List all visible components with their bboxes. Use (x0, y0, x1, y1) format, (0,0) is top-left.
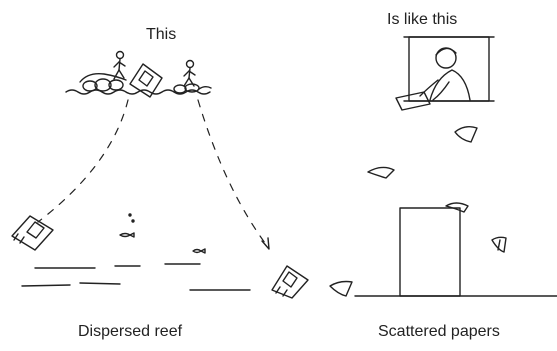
sunk-box-right (272, 266, 308, 298)
window-scene (404, 37, 494, 101)
tall-box (400, 208, 460, 296)
sunk-box-left (12, 216, 53, 250)
sink-path-right (198, 100, 268, 247)
flying-paper-1 (455, 127, 477, 142)
flying-paper-2 (368, 167, 394, 178)
person-figure-left (114, 52, 125, 80)
fish-small (120, 233, 134, 237)
flying-paper-4 (492, 237, 506, 252)
fish-right (193, 249, 205, 253)
paper-on-ground (330, 282, 352, 297)
surface-boat-scene (66, 52, 211, 98)
sink-path-left (38, 100, 128, 222)
seabed-lines (22, 264, 250, 290)
person-figure-right (184, 61, 195, 87)
